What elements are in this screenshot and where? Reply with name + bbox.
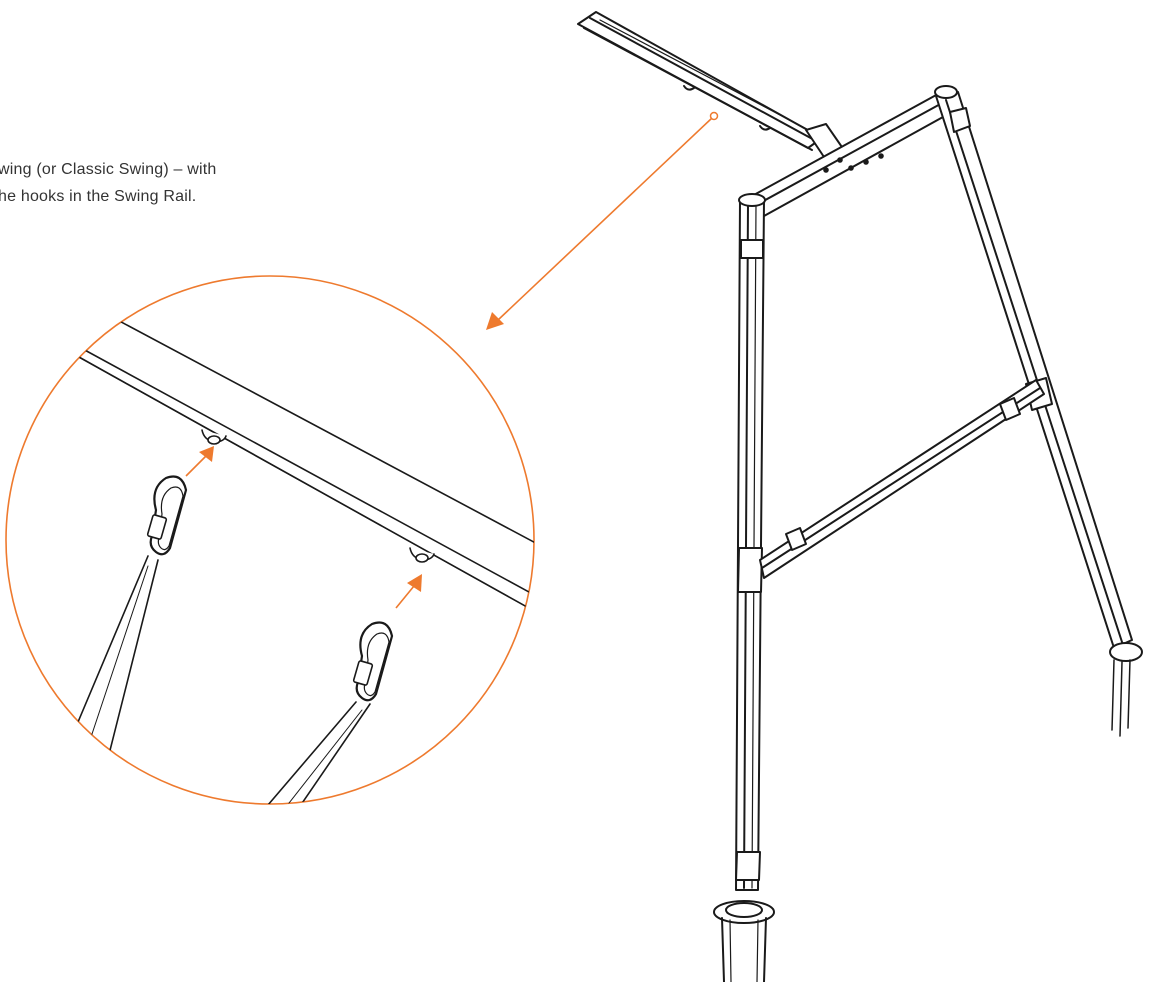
instruction-line-1: wing (or Classic Swing) – with (0, 161, 217, 178)
instruction-text: wing (or Classic Swing) – with he hooks … (0, 156, 358, 210)
hook-arrows (185, 446, 422, 609)
middle-crossbar (759, 379, 1045, 579)
swing-frame (577, 11, 1143, 982)
arrow-up-right-icon (407, 574, 422, 592)
post-base (713, 900, 775, 982)
front-post (735, 193, 766, 891)
carabiner-icon (352, 621, 394, 702)
callout-origin-dot (709, 111, 719, 121)
carabiner-icon (146, 475, 188, 556)
zoom-detail (5, 275, 535, 805)
arrow-up-right-icon (199, 446, 214, 462)
zoom-circle (5, 275, 535, 805)
swing-rail-magnified (69, 299, 534, 613)
back-leg (934, 85, 1143, 737)
rail-hook-2 (409, 547, 435, 563)
hook-arrow-1-line (185, 455, 207, 477)
arrow-down-left-icon (486, 312, 504, 330)
top-crossbar (751, 93, 953, 217)
callout-line (497, 117, 713, 321)
rail-hook-1 (201, 429, 227, 445)
callout-arrow (486, 111, 719, 330)
instruction-line-2: he hooks in the Swing Rail. (0, 188, 197, 205)
swing-strap-2 (261, 701, 371, 804)
hook-arrow-2-line (395, 585, 415, 609)
swing-rail-beam (577, 11, 845, 161)
